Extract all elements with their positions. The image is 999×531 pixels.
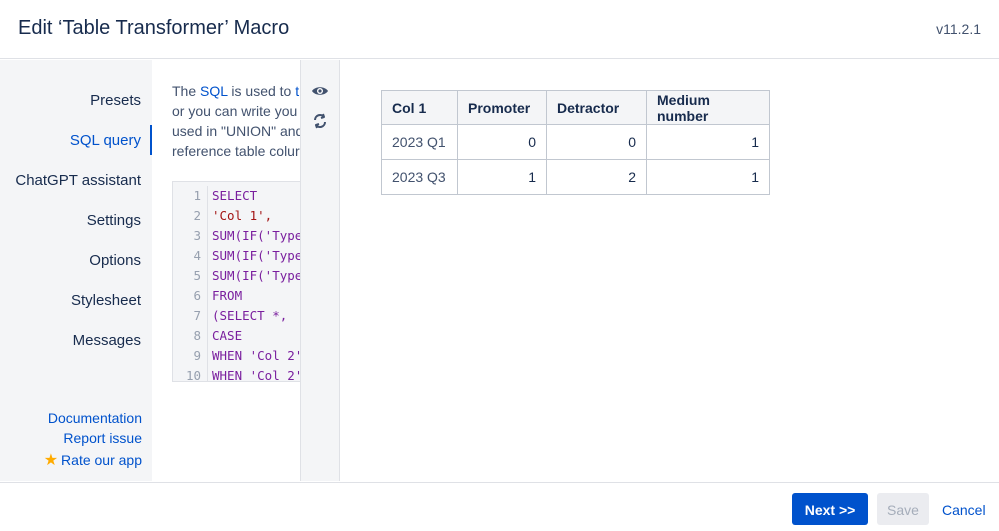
documentation-link[interactable]: Documentation [47, 410, 142, 426]
result-preview: Col 1 Promoter Detractor Medium number 2… [341, 60, 999, 481]
code-text: WHEN 'Col 2' [212, 348, 300, 363]
editor-toolbar [300, 60, 340, 481]
code-text: 'Col 1', [212, 208, 273, 223]
code-line: 4 SUM(IF('Type [173, 246, 300, 266]
line-number: 4 [173, 246, 208, 266]
sql-editor-panel: The SQL is used to tr or you can write y… [152, 60, 300, 481]
code-text: SELECT [212, 188, 258, 203]
save-button[interactable]: Save [877, 493, 929, 525]
star-icon: ★ [43, 452, 59, 469]
table-cell: 1 [457, 159, 547, 195]
sidebar-item-settings[interactable]: Settings [86, 212, 141, 229]
dialog-footer: Next >> Save Cancel [0, 482, 999, 531]
line-number: 5 [173, 266, 208, 286]
dialog-header: Edit ‘Table Transformer’ Macro v11.2.1 [0, 0, 999, 59]
line-number: 7 [173, 306, 208, 326]
sidebar-item-presets[interactable]: Presets [90, 92, 141, 109]
version-label: v11.2.1 [936, 21, 981, 37]
table-cell: 2 [546, 159, 647, 195]
code-line: 8 CASE [173, 326, 242, 346]
sidebar-item-stylesheet[interactable]: Stylesheet [70, 292, 141, 309]
sidebar: Presets SQL query ChatGPT assistant Sett… [0, 60, 152, 481]
line-number: 1 [173, 186, 208, 206]
desc-link-fragment[interactable]: tr [295, 83, 300, 99]
table-cell: 2023 Q1 [381, 124, 458, 160]
code-line: 3 SUM(IF('Type [173, 226, 300, 246]
sidebar-item-sql-query[interactable]: SQL query [69, 132, 141, 149]
result-table: Col 1 Promoter Detractor Medium number 2… [381, 90, 770, 195]
desc-line: used in "UNION" and [172, 123, 300, 139]
rate-app-label: Rate our app [61, 452, 142, 468]
sidebar-item-messages[interactable]: Messages [72, 332, 141, 349]
rate-app-link[interactable]: ★Rate our app [44, 450, 142, 470]
desc-text: is used to [227, 83, 296, 99]
sql-link[interactable]: SQL [200, 83, 228, 99]
sql-description: The SQL is used to tr or you can write y… [172, 81, 300, 161]
code-text: SUM(IF('Type [212, 268, 300, 283]
table-row: 2023 Q3 1 2 1 [381, 159, 770, 195]
desc-line: reference table colur [172, 143, 300, 159]
column-header[interactable]: Promoter [457, 90, 547, 125]
column-header[interactable]: Detractor [546, 90, 647, 125]
eye-icon[interactable] [311, 82, 329, 100]
sidebar-item-chatgpt-assistant[interactable]: ChatGPT assistant [15, 172, 141, 189]
line-number: 3 [173, 226, 208, 246]
table-header-row: Col 1 Promoter Detractor Medium number [381, 90, 770, 125]
code-text: SUM(IF('Type [212, 248, 300, 263]
table-row: 2023 Q1 0 0 1 [381, 124, 770, 160]
table-cell: 1 [646, 159, 770, 195]
code-line: 7 (SELECT *, [173, 306, 287, 326]
desc-line: The SQL is used to tr [172, 81, 300, 101]
table-cell: 2023 Q3 [381, 159, 458, 195]
next-button[interactable]: Next >> [792, 493, 868, 525]
line-number: 8 [173, 326, 208, 346]
line-number: 6 [173, 286, 208, 306]
desc-text: The [172, 83, 201, 99]
code-text: CASE [212, 328, 243, 343]
code-text: FROM [212, 288, 243, 303]
table-cell: 0 [546, 124, 647, 160]
code-line: 10 WHEN 'Col 2' [173, 366, 300, 382]
active-indicator [150, 125, 152, 155]
code-text: WHEN 'Col 2' [212, 368, 300, 382]
dialog-title: Edit ‘Table Transformer’ Macro [18, 17, 290, 39]
code-line: 6 FROM [173, 286, 242, 306]
report-issue-link[interactable]: Report issue [63, 430, 142, 446]
desc-line: or you can write you [172, 103, 298, 119]
table-cell: 1 [646, 124, 770, 160]
code-text: (SELECT *, [212, 308, 288, 323]
code-line: 5 SUM(IF('Type [173, 266, 300, 286]
line-number: 10 [173, 366, 208, 381]
refresh-icon[interactable] [311, 112, 329, 130]
code-line: 2 'Col 1', [173, 206, 272, 226]
code-line: 9 WHEN 'Col 2' [173, 346, 300, 366]
code-text: SUM(IF('Type [212, 228, 300, 243]
column-header[interactable]: Col 1 [381, 90, 458, 125]
table-cell: 0 [457, 124, 547, 160]
column-header[interactable]: Medium number [646, 90, 770, 125]
code-line: 1 SELECT [173, 186, 257, 206]
line-number: 9 [173, 346, 208, 366]
line-number: 2 [173, 206, 208, 226]
sidebar-item-options[interactable]: Options [89, 252, 141, 269]
cancel-button[interactable]: Cancel [936, 493, 986, 525]
